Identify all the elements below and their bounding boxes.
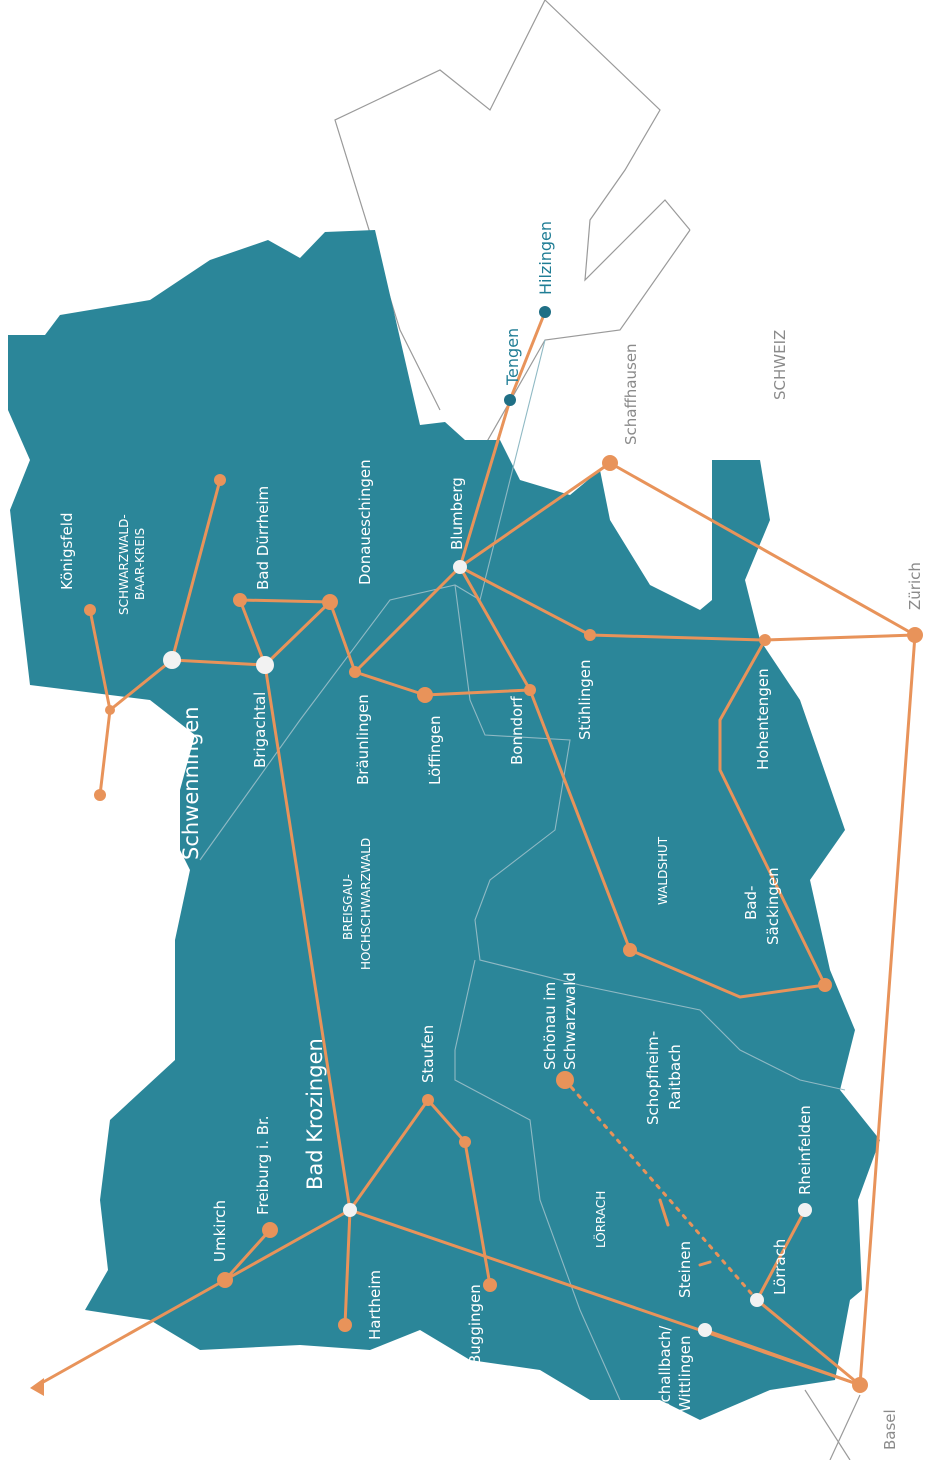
label-schwarzwald-baar-2: BAAR-KREIS bbox=[133, 528, 147, 600]
label-schallbach-2: Wittlingen bbox=[676, 1335, 694, 1412]
label-stuehlingen: Stühlingen bbox=[576, 659, 594, 740]
label-bonndorf: Bonndorf bbox=[508, 696, 526, 765]
border-lines bbox=[334, 0, 861, 1460]
label-schoenau-1: Schönau im bbox=[541, 982, 559, 1070]
label-zurich: Zürich bbox=[906, 562, 924, 610]
label-basel: Basel bbox=[881, 1409, 899, 1450]
label-hohentengen: Hohentengen bbox=[754, 668, 772, 770]
label-buggingen: Buggingen bbox=[466, 1284, 484, 1365]
label-hilzingen: Hilzingen bbox=[536, 221, 555, 295]
label-loeffingen: Löffingen bbox=[426, 715, 444, 785]
label-schonach-2: Schwarzwald bbox=[76, 772, 94, 870]
labels: Königsfeld SCHWARZWALD- BAAR-KREIS Bad D… bbox=[56, 221, 924, 1450]
label-steinen: Steinen bbox=[676, 1241, 694, 1298]
label-bad-saeckingen-2: Säckingen bbox=[764, 867, 782, 945]
label-brigachtal: Brigachtal bbox=[251, 692, 269, 768]
label-bad-duerrheim: Bad Dürrheim bbox=[254, 486, 272, 590]
label-waldshut: WALDSHUT bbox=[656, 836, 670, 905]
label-umkirch: Umkirch bbox=[211, 1200, 229, 1262]
label-schwarzwald-baar-1: SCHWARZWALD- bbox=[117, 514, 131, 615]
label-loerrach: Lörrach bbox=[771, 1239, 789, 1295]
label-koenigsfeld: Königsfeld bbox=[58, 513, 76, 590]
label-schopfheim-2: Raitbach bbox=[666, 1044, 684, 1110]
label-staufen: Staufen bbox=[419, 1025, 437, 1083]
label-rheinfelden: Rheinfelden bbox=[796, 1105, 814, 1195]
label-schallbach-1: Schallbach/ bbox=[656, 1325, 674, 1412]
label-villingen-1: Villingen- bbox=[153, 762, 177, 860]
label-schonach-1: Schonach im bbox=[56, 774, 74, 870]
label-villingen-2: Schwenningen bbox=[179, 706, 203, 860]
label-bad-saeckingen-1: Bad- bbox=[742, 886, 760, 920]
district-lines bbox=[199, 339, 846, 1401]
label-donaueschingen: Donaueschingen bbox=[356, 459, 374, 585]
label-tengen: Tengen bbox=[503, 328, 522, 386]
label-bad-krozingen: Bad Krozingen bbox=[303, 1038, 327, 1190]
label-breisgau-1: BREISGAU- bbox=[341, 874, 355, 940]
nodes bbox=[84, 306, 923, 1393]
label-blumberg: Blumberg bbox=[448, 477, 466, 550]
label-schoenau-2: Schwarzwald bbox=[561, 972, 579, 1070]
label-freiburg: Freiburg i. Br. bbox=[254, 1115, 272, 1215]
label-braeunlingen: Bräunlingen bbox=[354, 694, 372, 785]
label-schweiz: SCHWEIZ bbox=[771, 330, 789, 400]
arrow-left-icon bbox=[30, 1378, 44, 1396]
dotted-route bbox=[563, 1078, 759, 1302]
region-area bbox=[8, 230, 880, 1420]
label-loerrach-district: LÖRRACH bbox=[592, 1191, 608, 1248]
label-hartheim: Hartheim bbox=[366, 1270, 384, 1340]
label-schaffhausen: Schaffhausen bbox=[622, 343, 640, 445]
label-schopfheim-1: Schopfheim- bbox=[644, 1031, 662, 1125]
label-breisgau-2: HOCHSCHWARZWALD bbox=[359, 838, 373, 970]
